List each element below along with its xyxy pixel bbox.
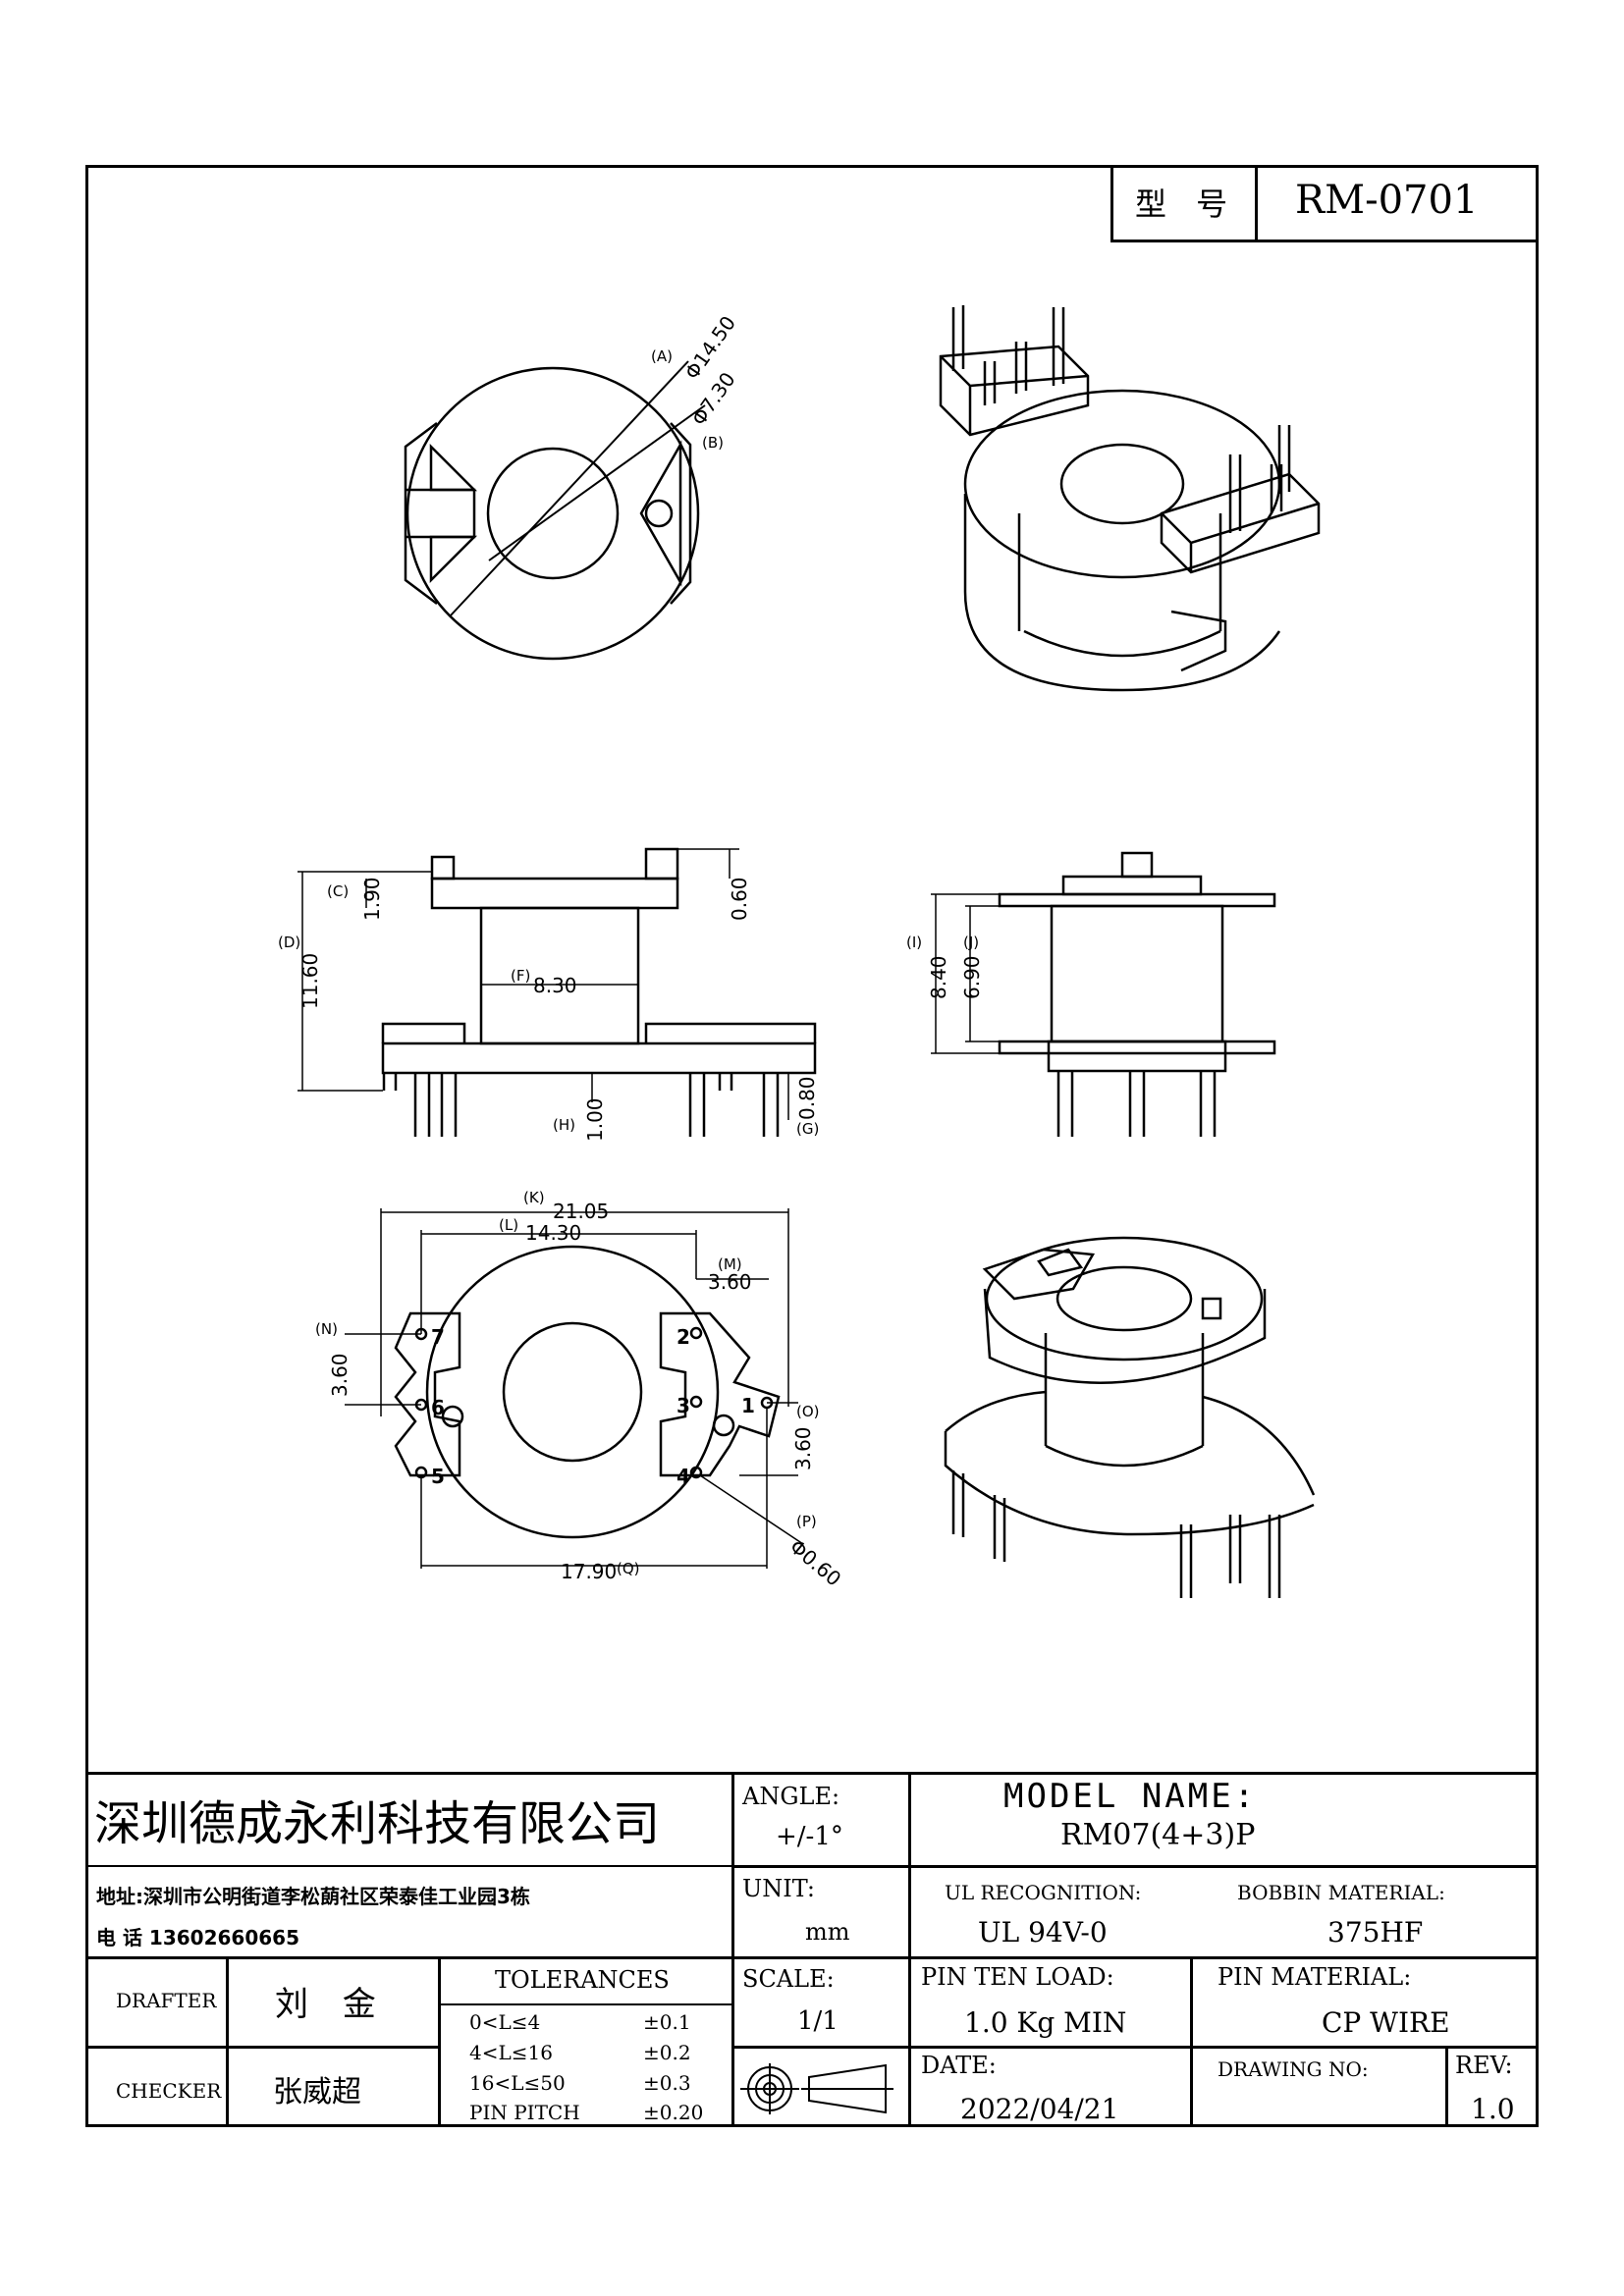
dim-p-value: Φ0.60 bbox=[785, 1534, 846, 1590]
model-header-label-cell: 型 号 bbox=[1110, 168, 1258, 242]
company-phone: 电 话 13602660665 bbox=[96, 1926, 300, 1949]
dim-k-label: (K) bbox=[523, 1189, 545, 1206]
dim-e-value: 0.60 bbox=[728, 877, 751, 921]
dim-c-label: (C) bbox=[327, 882, 349, 900]
dim-l-label: (L) bbox=[499, 1216, 518, 1234]
dim-d-label: (D) bbox=[278, 934, 300, 951]
rev-label: REV: bbox=[1455, 2052, 1513, 2079]
dim-g-label: (G) bbox=[796, 1120, 819, 1138]
dim-h-label: (H) bbox=[553, 1116, 575, 1134]
bobbin-material-label: BOBBIN MATERIAL: bbox=[1237, 1881, 1445, 1904]
model-name-label: MODEL NAME: bbox=[1003, 1777, 1258, 1816]
angle-label: ANGLE: bbox=[742, 1783, 840, 1810]
dim-k-value: 21.05 bbox=[553, 1200, 609, 1223]
dim-o-label: (O) bbox=[796, 1403, 820, 1420]
unit-value: mm bbox=[805, 1918, 850, 1946]
tol-value-3: ±0.3 bbox=[643, 2071, 691, 2095]
pin-number-5: 5 bbox=[431, 1465, 445, 1488]
pin-number-6: 6 bbox=[431, 1396, 445, 1419]
dim-c-value: 1.90 bbox=[360, 877, 384, 921]
pin-number-4: 4 bbox=[677, 1465, 690, 1488]
dim-j-value: 6.90 bbox=[960, 955, 984, 999]
ul-recognition-label: UL RECOGNITION: bbox=[945, 1881, 1142, 1904]
pin-number-7: 7 bbox=[431, 1325, 445, 1349]
dim-f-label: (F) bbox=[511, 967, 530, 985]
isometric-view-bottom bbox=[944, 1236, 1316, 1598]
dim-q-label: (Q) bbox=[617, 1560, 640, 1577]
pin-material-label: PIN MATERIAL: bbox=[1218, 1963, 1412, 1991]
bobbin-material-value: 375HF bbox=[1327, 1916, 1424, 1949]
dim-a-value: Φ14.50 bbox=[679, 311, 740, 384]
rev-value: 1.0 bbox=[1471, 2093, 1515, 2125]
tol-range-3: 16<L≤50 bbox=[469, 2071, 566, 2095]
pin-ten-load-label: PIN TEN LOAD: bbox=[921, 1963, 1114, 1991]
model-name-value: RM07(4+3)P bbox=[1060, 1818, 1256, 1852]
dim-o-value: 3.60 bbox=[791, 1426, 815, 1470]
dim-m-value: 3.60 bbox=[708, 1270, 752, 1294]
dim-b-label: (B) bbox=[702, 434, 724, 452]
tol-range-1: 0<L≤4 bbox=[469, 2010, 541, 2034]
dim-i-value: 8.40 bbox=[927, 955, 950, 999]
dim-i-label: (I) bbox=[906, 934, 922, 951]
dim-p-label: (P) bbox=[796, 1513, 817, 1530]
dim-n-label: (N) bbox=[315, 1320, 338, 1338]
angle-value: +/-1° bbox=[776, 1822, 843, 1851]
drawing-frame: (A) Φ14.50 Φ7.30 (B) bbox=[85, 165, 1539, 2127]
pin-number-3: 3 bbox=[677, 1394, 690, 1417]
projection-symbol-icon bbox=[740, 2063, 893, 2114]
dim-h-value: 1.00 bbox=[583, 1097, 607, 1142]
company-name: 深圳德成永利科技有限公司 bbox=[94, 1796, 661, 1851]
scale-value: 1/1 bbox=[797, 2006, 839, 2036]
tol-range-2: 4<L≤16 bbox=[469, 2041, 553, 2064]
isometric-view-top bbox=[939, 305, 1321, 692]
dim-l-value: 14.30 bbox=[525, 1221, 581, 1245]
tol-value-1: ±0.1 bbox=[643, 2010, 691, 2034]
technical-drawing: (A) Φ14.50 Φ7.30 (B) bbox=[278, 305, 1321, 1598]
model-header-value-cell: RM-0701 bbox=[1255, 168, 1536, 242]
date-value: 2022/04/21 bbox=[960, 2093, 1119, 2125]
tol-value-2: ±0.2 bbox=[643, 2041, 691, 2064]
dim-j-label: (J) bbox=[963, 934, 979, 951]
dim-q-value: 17.90 bbox=[561, 1560, 617, 1583]
side-view: (I) 8.40 (J) 6.90 bbox=[906, 851, 1276, 1137]
tol-value-pin-pitch: ±0.20 bbox=[643, 2101, 704, 2124]
company-address: 地址:深圳市公明街道李松蓢社区荣泰佳工业园3栋 bbox=[96, 1885, 530, 1908]
ul-recognition-value: UL 94V-0 bbox=[978, 1916, 1108, 1949]
model-header-label: 型 号 bbox=[1135, 186, 1238, 223]
model-header-value: RM-0701 bbox=[1295, 178, 1479, 223]
title-block: 深圳德成永利科技有限公司 地址:深圳市公明街道李松蓢社区荣泰佳工业园3栋 电 话… bbox=[88, 1772, 1536, 2127]
pin-material-value: CP WIRE bbox=[1322, 2006, 1450, 2039]
unit-label: UNIT: bbox=[742, 1875, 815, 1902]
drawing-no-label: DRAWING NO: bbox=[1218, 2057, 1369, 2081]
checker-label: CHECKER bbox=[116, 2079, 222, 2103]
checker-name: 张威超 bbox=[273, 2075, 361, 2109]
top-view: (A) Φ14.50 Φ7.30 (B) bbox=[404, 311, 740, 661]
drafter-label: DRAFTER bbox=[116, 1989, 217, 2012]
scale-label: SCALE: bbox=[742, 1965, 835, 1993]
front-view: (C) 1.90 (D) 11.60 0.60 (F) 8.30 (H) 1.0… bbox=[278, 847, 819, 1142]
tol-range-pin-pitch: PIN PITCH bbox=[469, 2101, 580, 2124]
tolerances-label: TOLERANCES bbox=[495, 1966, 670, 1994]
dim-f-value: 8.30 bbox=[533, 974, 577, 997]
date-label: DATE: bbox=[921, 2052, 997, 2079]
dim-a-label: (A) bbox=[651, 347, 673, 365]
drafter-name: 刘 金 bbox=[275, 1985, 388, 2024]
pin-number-2: 2 bbox=[677, 1325, 690, 1349]
pin-number-1: 1 bbox=[741, 1394, 755, 1417]
dim-d-value: 11.60 bbox=[298, 953, 322, 1009]
dim-n-value: 3.60 bbox=[328, 1353, 352, 1397]
pin-ten-load-value: 1.0 Kg MIN bbox=[964, 2006, 1127, 2039]
bottom-view: (K) 21.05 (L) 14.30 (M) 3.60 (N) 3.60 (O… bbox=[315, 1189, 845, 1591]
dim-m-label: (M) bbox=[718, 1255, 742, 1273]
dim-g-value: 0.80 bbox=[795, 1076, 819, 1120]
